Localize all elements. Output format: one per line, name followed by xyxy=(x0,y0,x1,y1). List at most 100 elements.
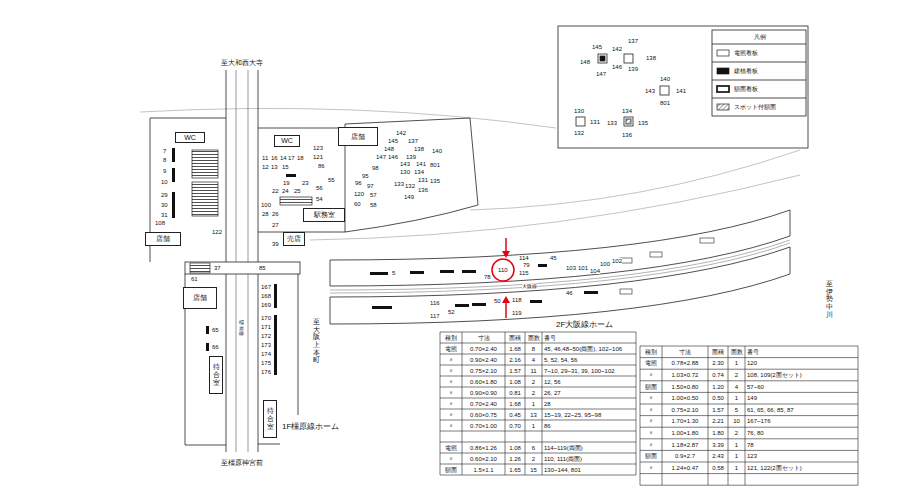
callout-number: 55 xyxy=(328,177,335,183)
table-rule xyxy=(640,404,858,405)
callout-number: 116 xyxy=(430,300,440,306)
table-cell: 0.70 xyxy=(509,423,521,429)
callout-number: 138 xyxy=(646,55,656,61)
table-cell: 〃 xyxy=(448,357,454,363)
table-cell: 114~119(両面) xyxy=(544,445,583,451)
table-rule xyxy=(440,332,636,333)
legend-item: スポット付額面 xyxy=(716,99,776,115)
callout-number: 108 xyxy=(155,220,165,226)
table-cell: 〃 xyxy=(448,412,454,418)
room-box: 駅務室 xyxy=(303,208,345,222)
callout-number: 7 xyxy=(163,148,166,154)
building-outline xyxy=(140,108,556,128)
table-cell: 電照 xyxy=(445,445,457,451)
callout-number: 141 xyxy=(676,88,686,94)
table-rule xyxy=(640,415,858,416)
platform-outline xyxy=(185,445,226,446)
table-cell: 0.74 xyxy=(712,372,724,378)
room-name: 店舗 xyxy=(193,294,207,302)
platform-edge xyxy=(226,70,227,452)
room-box: 店舗 xyxy=(183,287,217,309)
callout-number: 148 xyxy=(384,146,394,152)
room-name: 店舗 xyxy=(156,235,170,243)
sign-symbol xyxy=(600,56,605,61)
table-cell: 〃 xyxy=(648,395,654,401)
callout-number: 28 xyxy=(262,211,269,217)
legend-item: 額面看板 xyxy=(716,81,758,97)
overpass xyxy=(185,262,300,274)
callout-number: 176 xyxy=(261,369,271,375)
table-cell: 2 xyxy=(532,456,535,462)
platform-outline xyxy=(298,274,299,415)
table-rule xyxy=(440,398,636,399)
table-rule xyxy=(640,485,858,486)
ad-board xyxy=(538,264,547,267)
building-outline xyxy=(140,108,800,240)
place-label: 至伊勢中川 xyxy=(826,280,833,318)
callout-number: 170 xyxy=(261,315,271,321)
callout-number: 31 xyxy=(161,212,168,218)
table-cell: 1 xyxy=(532,423,535,429)
table-cell: 〃 xyxy=(648,442,654,448)
table-cell: 8 xyxy=(532,346,535,352)
table-cell: 2.16 xyxy=(509,357,521,363)
legend-table xyxy=(712,30,806,116)
callout-number: 5 xyxy=(392,270,395,276)
legend-sample xyxy=(717,104,729,110)
ad-board xyxy=(584,291,598,294)
table-cell: 面数 xyxy=(528,335,540,341)
callout-number: 100 xyxy=(261,202,271,208)
callout-number: 45 xyxy=(550,255,557,261)
callout-number: 145 xyxy=(388,138,398,144)
ad-board xyxy=(172,148,175,162)
callout-number: 27 xyxy=(272,222,279,228)
legend-label: 電照看板 xyxy=(734,49,758,58)
table-cell: 0.50 xyxy=(712,395,724,401)
sign-symbol xyxy=(626,119,631,124)
table-cell: 7~10, 29~31, 39, 100~102 xyxy=(544,368,615,374)
callout-number: 8 xyxy=(163,157,166,163)
table-cell: 0.70×2.40 xyxy=(470,346,497,352)
callout-number: 145 xyxy=(592,44,602,50)
table-rule xyxy=(640,346,641,485)
table-cell: 1.70×1.30 xyxy=(672,418,699,424)
callout-number: 60 xyxy=(354,201,361,207)
callout-number: 169 xyxy=(261,302,271,308)
table-rule xyxy=(640,462,858,463)
table-cell: 0.75×2.10 xyxy=(672,407,699,413)
legend-sample xyxy=(716,85,730,93)
table-rule xyxy=(708,346,709,485)
highlight-arrow xyxy=(502,251,510,258)
table-cell: 〃 xyxy=(448,368,454,374)
table-rule xyxy=(640,392,858,393)
highlight-arrow xyxy=(505,238,507,252)
platform-outline xyxy=(150,70,478,452)
legend-sample xyxy=(717,68,729,74)
callout-number: 11 xyxy=(262,155,268,161)
table-cell: 11 xyxy=(530,368,536,374)
ad-board xyxy=(370,272,388,275)
platform-edge xyxy=(258,70,259,452)
callout-number: 103 xyxy=(566,265,576,271)
callout-number: 137 xyxy=(628,38,638,44)
stairs xyxy=(192,150,218,178)
table-cell: 1.57 xyxy=(712,407,724,413)
table-cell: 〃 xyxy=(448,423,454,429)
callout-number: 26 xyxy=(272,211,279,217)
callout-number: 12 xyxy=(262,164,269,170)
table-grid xyxy=(640,346,858,485)
callout-number: 100 xyxy=(600,261,610,267)
table-rule xyxy=(440,354,636,355)
table-cell: 0.81 xyxy=(509,390,521,396)
callout-number: 801 xyxy=(430,162,440,168)
room-name: 駅務室 xyxy=(314,211,335,219)
table-cell: 電照 xyxy=(645,360,657,366)
table-cell: 1.80 xyxy=(712,430,724,436)
table-rule xyxy=(640,450,858,451)
table-cell: 寸法 xyxy=(679,349,691,355)
callout-number: 115 xyxy=(519,270,529,276)
callout-number: 78 xyxy=(484,274,491,280)
callout-number: 123 xyxy=(313,145,323,151)
